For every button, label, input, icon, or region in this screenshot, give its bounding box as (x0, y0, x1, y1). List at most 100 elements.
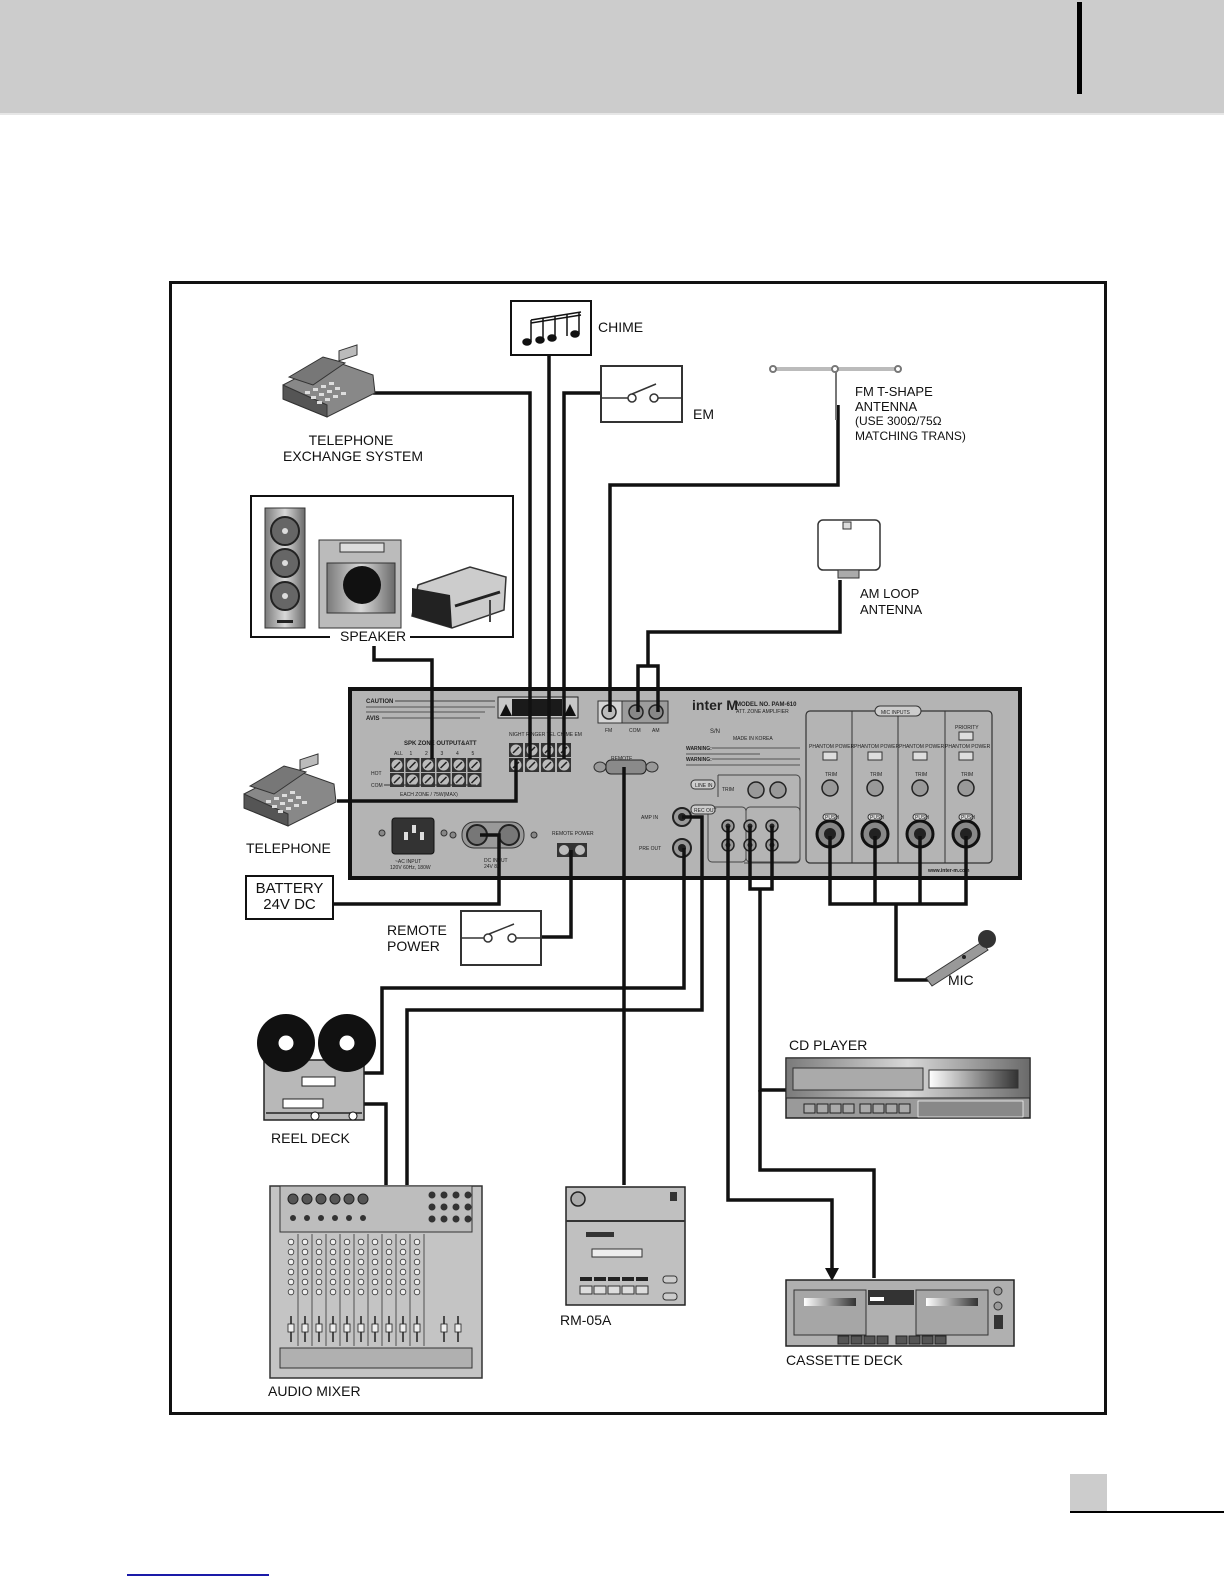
am-loop-antenna-icon (817, 519, 881, 579)
am-antenna-label-line: ANTENNA (860, 602, 923, 617)
push-label: PUSH (961, 815, 975, 821)
horn-speaker-icon (411, 566, 507, 629)
each-zone-label: EACH ZONE / 75W(MAX) (400, 792, 458, 798)
telephone-exchange-label-line: TELEPHONE (308, 432, 394, 448)
cd-player-icon (785, 1057, 1031, 1119)
dc-input-label: DC INPUT (484, 858, 508, 864)
music-notes-icon (522, 311, 582, 346)
fm-antenna-label-line: ANTENNA (855, 399, 918, 414)
battery-label: BATTERY 24V DC (246, 881, 333, 913)
mic-inputs-section: MIC INPUTS PRIORITY PHANTOM POWERTRIMPUS… (805, 705, 993, 864)
phantom-power-label: PHANTOM POWER (809, 744, 855, 750)
zone-number-label: 4 (456, 751, 459, 757)
serial-label: S/N (710, 729, 720, 735)
phantom-power-switch (958, 751, 974, 761)
microphone-icon (925, 930, 996, 987)
push-label: PUSH (915, 815, 929, 821)
header-band (0, 0, 1224, 115)
mic-label: MIC (948, 972, 974, 988)
trim-label-line: TRIM (722, 787, 734, 793)
speaker-label: SPEAKER (340, 628, 407, 644)
zone-number-label: 1 (410, 751, 413, 757)
fm-terminal-label: FM (605, 728, 612, 734)
ac-input-spec: 120V 60Hz, 180W (390, 865, 431, 871)
priority-switch[interactable] (958, 731, 974, 741)
remote-power-label-line: POWER (387, 938, 440, 954)
control-terminal-labels: NIGHT RINGER TEL CHIME EM (509, 732, 582, 738)
cable-am-antenna (646, 580, 842, 666)
trim-label: TRIM (825, 772, 837, 778)
trim-label: TRIM (961, 772, 973, 778)
caution-text: CAUTION (366, 699, 393, 705)
telephone-icon (243, 753, 337, 827)
telephone-label: TELEPHONE (246, 840, 331, 856)
battery-label-line: 24V DC (263, 896, 316, 913)
switch-icon (488, 923, 515, 935)
com-terminal-label: COM (629, 728, 641, 734)
remote-label: REMOTE (611, 756, 633, 762)
column-speaker-icon (264, 507, 306, 629)
diagram-frame (169, 281, 1107, 1415)
trim-label: TRIM (915, 772, 927, 778)
chime-device (510, 300, 592, 356)
cable-cd-player (758, 889, 786, 1092)
fm-antenna-label-line: (USE 300Ω/75Ω (855, 414, 942, 428)
trim-label: TRIM (870, 772, 882, 778)
warning-text-2: WARNING: (686, 757, 712, 763)
zone-number-label: 3 (441, 751, 444, 757)
cable-em (562, 391, 600, 759)
trim-knob (821, 779, 839, 797)
ac-inlet[interactable] (378, 817, 448, 855)
page-number-rule (1070, 1511, 1224, 1513)
priority-label: PRIORITY (955, 725, 979, 731)
ceiling-speaker-icon (318, 539, 402, 629)
phantom-power-label: PHANTOM POWER (854, 744, 900, 750)
telephone-exchange-icon (282, 344, 376, 418)
remote-db-connector[interactable] (593, 759, 659, 775)
cable-remote-power (541, 850, 573, 939)
rm05a-remote-icon (565, 1186, 686, 1306)
fm-antenna-label: FM T-SHAPE ANTENNA (USE 300Ω/75Ω MATCHIN… (855, 384, 966, 444)
remote-power-panel-label: REMOTE POWER (552, 831, 594, 837)
hot-label: HOT (371, 771, 382, 777)
fm-antenna-label-line: FM T-SHAPE (855, 384, 933, 399)
fm-antenna-label-line: MATCHING TRANS) (855, 429, 966, 443)
speaker-group (250, 495, 514, 642)
pre-out-label: PRE OUT (639, 846, 661, 852)
made-in-label: MADE IN KOREA (733, 736, 773, 742)
cable-reel-deck-play (364, 1102, 388, 1185)
amplifier-rear-panel: CAUTION AVIS SPK ZONE OUTPUT&ATT HOT COM… (348, 687, 1022, 880)
cassette-deck-icon (785, 1279, 1015, 1347)
model-number: MODEL NO. PAM-610 (736, 702, 797, 708)
cable-am-com-bridge (636, 664, 660, 712)
zone-number-label: 2 (425, 751, 428, 757)
ac-input-label: ~AC INPUT (395, 859, 421, 865)
header-divider-bar (1077, 2, 1082, 94)
phantom-power-label: PHANTOM POWER (945, 744, 991, 750)
cable-telephone (337, 759, 518, 803)
battery-box (245, 875, 334, 920)
remote-power-switch (460, 910, 542, 966)
footer-link-underline[interactable] (127, 1574, 269, 1576)
cable-telephone-exchange (373, 391, 532, 759)
reel-deck-label: REEL DECK (271, 1130, 350, 1146)
brand-logo: inter M (692, 697, 738, 713)
cables (333, 355, 968, 1278)
em-label: EM (693, 406, 714, 422)
phantom-power-switch (867, 751, 883, 761)
zone-number-label: 5 (472, 751, 475, 757)
telephone-exchange-label-line: EXCHANGE SYSTEM (283, 448, 424, 464)
am-antenna-label-line: AM LOOP (860, 586, 920, 601)
fm-t-antenna-icon (769, 365, 902, 420)
trim-knob (911, 779, 929, 797)
cable-battery (333, 833, 501, 906)
trim-knob (957, 779, 975, 797)
reel-deck-icon (257, 1014, 376, 1121)
cassette-deck-label: CASSETTE DECK (786, 1352, 903, 1368)
cable-cassette-play (758, 1090, 876, 1278)
em-switch (600, 365, 683, 423)
cable-reel-deck-rec (364, 848, 686, 1075)
rec-out-label: REC OUT (694, 808, 717, 814)
phantom-power-switch (912, 751, 928, 761)
